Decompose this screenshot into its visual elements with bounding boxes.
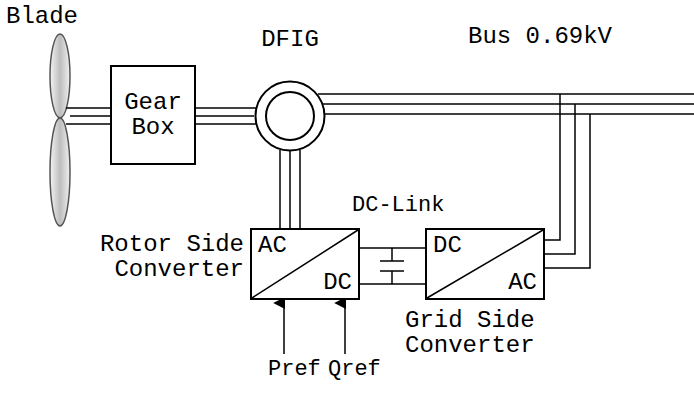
grid-feeder — [545, 94, 590, 268]
blade — [50, 118, 70, 226]
connector — [360, 247, 425, 249]
converter-port-label: AC — [508, 270, 537, 295]
node-label: Gear Box — [124, 90, 182, 140]
generator-outline — [254, 80, 326, 152]
gearbox-box: Gear Box — [110, 65, 196, 165]
converter-name: Grid Side Converter — [405, 308, 565, 358]
blade-label: Blade — [6, 4, 78, 29]
dc-link-label: DC-Link — [352, 194, 444, 217]
signal-name: Qref — [328, 358, 381, 381]
signal-name: Pref — [268, 358, 321, 381]
blade — [50, 34, 70, 118]
reference-arrow — [284, 303, 345, 354]
dc-link-capacitor — [360, 248, 425, 284]
converter-box: Rotor Side ConverterACDC — [250, 228, 360, 300]
bus-line — [318, 94, 694, 114]
converter-port-label: AC — [258, 233, 287, 258]
converter-box: DCACGrid Side Converter — [425, 228, 545, 300]
converter-name: Rotor Side Converter — [94, 232, 244, 282]
connector — [289, 151, 291, 228]
connector — [196, 115, 254, 117]
node-label: DFIG — [261, 27, 319, 52]
converter-port-label: DC — [323, 270, 352, 295]
rotor-wire — [280, 150, 300, 228]
bus-label: Bus 0.69kV — [468, 24, 612, 49]
generator-circle: DFIG — [254, 80, 326, 152]
converter-port-label: DC — [433, 233, 462, 258]
